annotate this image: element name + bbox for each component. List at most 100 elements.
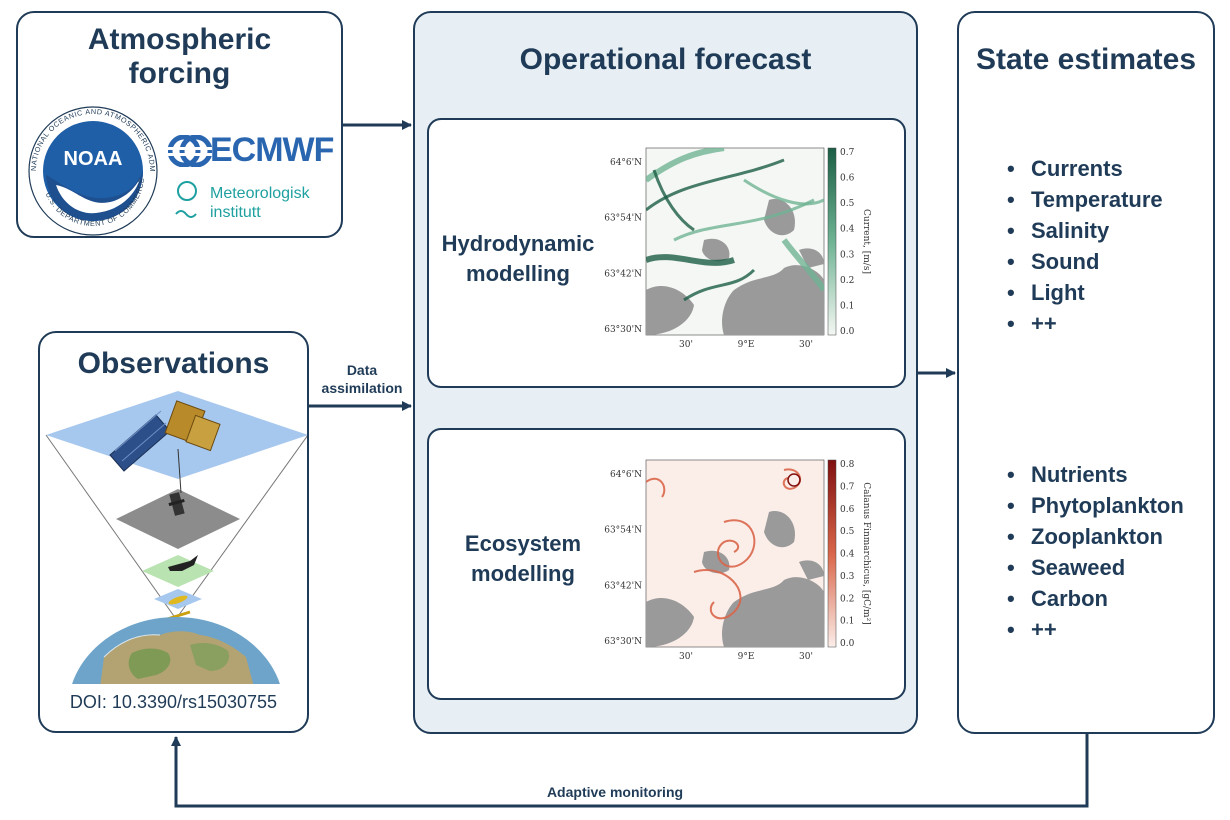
eco-colorbar-tick: 0.1 xyxy=(840,617,854,627)
met-institutt-symbol-icon xyxy=(175,181,197,218)
satellite-icon xyxy=(109,400,221,494)
state-list-physical: CurrentsTemperatureSalinitySoundLight++ xyxy=(1005,153,1163,339)
ecosystem-label: Ecosystem modelling xyxy=(429,529,617,589)
eco-concentration-swirl xyxy=(646,477,666,498)
data-assimilation-line1: Data xyxy=(346,362,378,378)
hydro-current-streak xyxy=(781,238,824,292)
state-estimates-title: State estimates xyxy=(975,43,1197,76)
state-item: Light xyxy=(1005,277,1163,308)
hydro-colorbar-tick: 0.7 xyxy=(840,148,855,158)
hydro-x-tick-label: 9°E xyxy=(738,340,755,350)
eco-concentration-swirl xyxy=(717,519,756,568)
state-list-biogeochemical: NutrientsPhytoplanktonZooplanktonSeaweed… xyxy=(1005,459,1184,645)
state-item: Seaweed xyxy=(1005,552,1184,583)
met-line2: institutt xyxy=(210,204,261,221)
data-assimilation-label: Data assimilation xyxy=(311,361,413,397)
hydro-x-tick-label: 30' xyxy=(679,340,693,350)
noaa-text: NOAA xyxy=(64,148,123,170)
state-item: Carbon xyxy=(1005,583,1184,614)
state-item: ++ xyxy=(1005,614,1184,645)
ecmwf-text: ECMWF xyxy=(210,131,334,169)
operational-forecast-title: Operational forecast xyxy=(519,43,812,76)
eco-x-tick-label: 9°E xyxy=(738,652,755,662)
eco-eddy xyxy=(787,473,801,487)
eco-colorbar-tick: 0.4 xyxy=(840,550,855,560)
state-item: ++ xyxy=(1005,308,1163,339)
hydro-land xyxy=(764,199,795,236)
met-institutt-text: Meteorologisk institutt xyxy=(210,184,310,222)
hydro-current-streak xyxy=(673,198,815,242)
hydro-colorbar-tick: 0.2 xyxy=(840,276,854,286)
hydro-current-streak xyxy=(652,169,695,232)
eco-label-line2: modelling xyxy=(471,561,575,586)
hydro-y-tick-label: 63°42'N xyxy=(604,269,642,279)
hydro-land xyxy=(702,238,730,262)
aircraft-icon xyxy=(168,492,185,516)
hydro-colorbar-tick: 0.1 xyxy=(840,301,854,311)
atmospheric-title-line1: Atmospheric xyxy=(87,23,272,56)
eco-colorbar-label: Calanus Finmarchicus, [gC/m²] xyxy=(861,482,871,624)
hydro-y-tick-label: 64°6'N xyxy=(610,158,642,168)
eco-label-line1: Ecosystem xyxy=(464,531,582,556)
state-item: Currents xyxy=(1005,153,1163,184)
observation-platforms-illustration xyxy=(45,391,307,684)
hydro-colorbar-tick: 0.0 xyxy=(840,327,855,337)
hydrodynamic-panel: Hydrodynamic modelling 64°6'N 63°54'N 63°4… xyxy=(427,118,906,388)
atmospheric-forcing-box: Atmospheric forcing NATIONAL OCEANIC AND… xyxy=(16,11,343,238)
state-item: Nutrients xyxy=(1005,459,1184,490)
state-estimates-box: State estimates CurrentsTemperatureSalin… xyxy=(957,11,1215,734)
hydro-land xyxy=(799,248,824,268)
observations-doi: DOI: 10.3390/rs15030755 xyxy=(69,692,278,712)
hydro-colorbar xyxy=(827,147,837,336)
eco-y-tick-label: 63°54'N xyxy=(604,526,642,536)
eco-colorbar-tick: 0.3 xyxy=(840,572,855,582)
eco-colorbar-tick: 0.8 xyxy=(840,460,855,470)
hydro-y-tick-label: 63°54'N xyxy=(604,214,642,224)
hydro-x-tick-label: 30' xyxy=(799,340,813,350)
eco-concentration-swirl xyxy=(782,468,802,490)
hydro-current-streak xyxy=(683,268,756,302)
eco-colorbar xyxy=(827,459,837,648)
eco-colorbar-tick: 0.6 xyxy=(840,505,855,515)
observations-title: Observations xyxy=(77,347,270,380)
eco-x-tick-label: 30' xyxy=(799,652,813,662)
hydrodynamic-current-map: 64°6'N 63°54'N 63°42'N 63°30'N 30' 9°E 30' 0.7 0… xyxy=(604,147,871,350)
hydro-label-line1: Hydrodynamic xyxy=(441,231,595,256)
hydro-current-streak xyxy=(646,254,735,266)
state-item: Sound xyxy=(1005,246,1163,277)
ecmwf-symbol-icon xyxy=(168,135,212,167)
hydro-colorbar-tick: 0.4 xyxy=(840,225,855,235)
hydro-colorbar-tick: 0.5 xyxy=(840,199,855,209)
state-item: Temperature xyxy=(1005,184,1163,215)
observations-box: Observations xyxy=(38,331,309,733)
state-item: Salinity xyxy=(1005,215,1163,246)
eco-colorbar-tick: 0.5 xyxy=(840,527,855,537)
eco-y-tick-label: 63°42'N xyxy=(604,581,642,591)
eco-y-tick-label: 63°30'N xyxy=(604,637,642,647)
ecmwf-logo: ECMWF xyxy=(168,131,343,171)
globe-icon xyxy=(72,617,280,684)
operational-forecast-box: Operational forecast Hydrodynamic modell… xyxy=(413,11,918,734)
hydro-colorbar-tick: 0.3 xyxy=(840,250,855,260)
met-line1: Meteorologisk xyxy=(210,185,310,202)
eco-land xyxy=(646,597,694,647)
data-assimilation-line2: assimilation xyxy=(321,380,403,396)
hydro-current-streak xyxy=(743,178,824,206)
hydro-y-tick-label: 63°30'N xyxy=(604,325,642,335)
eco-x-tick-label: 30' xyxy=(679,652,693,662)
noaa-logo: NATIONAL OCEANIC AND ATMOSPHERIC ADMINIS… xyxy=(22,105,158,236)
eco-land xyxy=(764,511,795,548)
hydro-current-streak xyxy=(646,158,785,212)
hydrodynamic-label: Hydrodynamic modelling xyxy=(429,229,607,289)
eco-land xyxy=(722,577,824,647)
hydro-colorbar-label: Current, [m/s] xyxy=(861,209,871,274)
hydro-land xyxy=(722,265,824,335)
hydro-label-line2: modelling xyxy=(466,261,570,286)
eco-land xyxy=(702,550,730,574)
eco-land xyxy=(799,560,824,580)
atmospheric-title-line2: forcing xyxy=(128,56,231,90)
state-item: Zooplankton xyxy=(1005,521,1184,552)
hydro-colorbar-tick: 0.6 xyxy=(840,174,855,184)
